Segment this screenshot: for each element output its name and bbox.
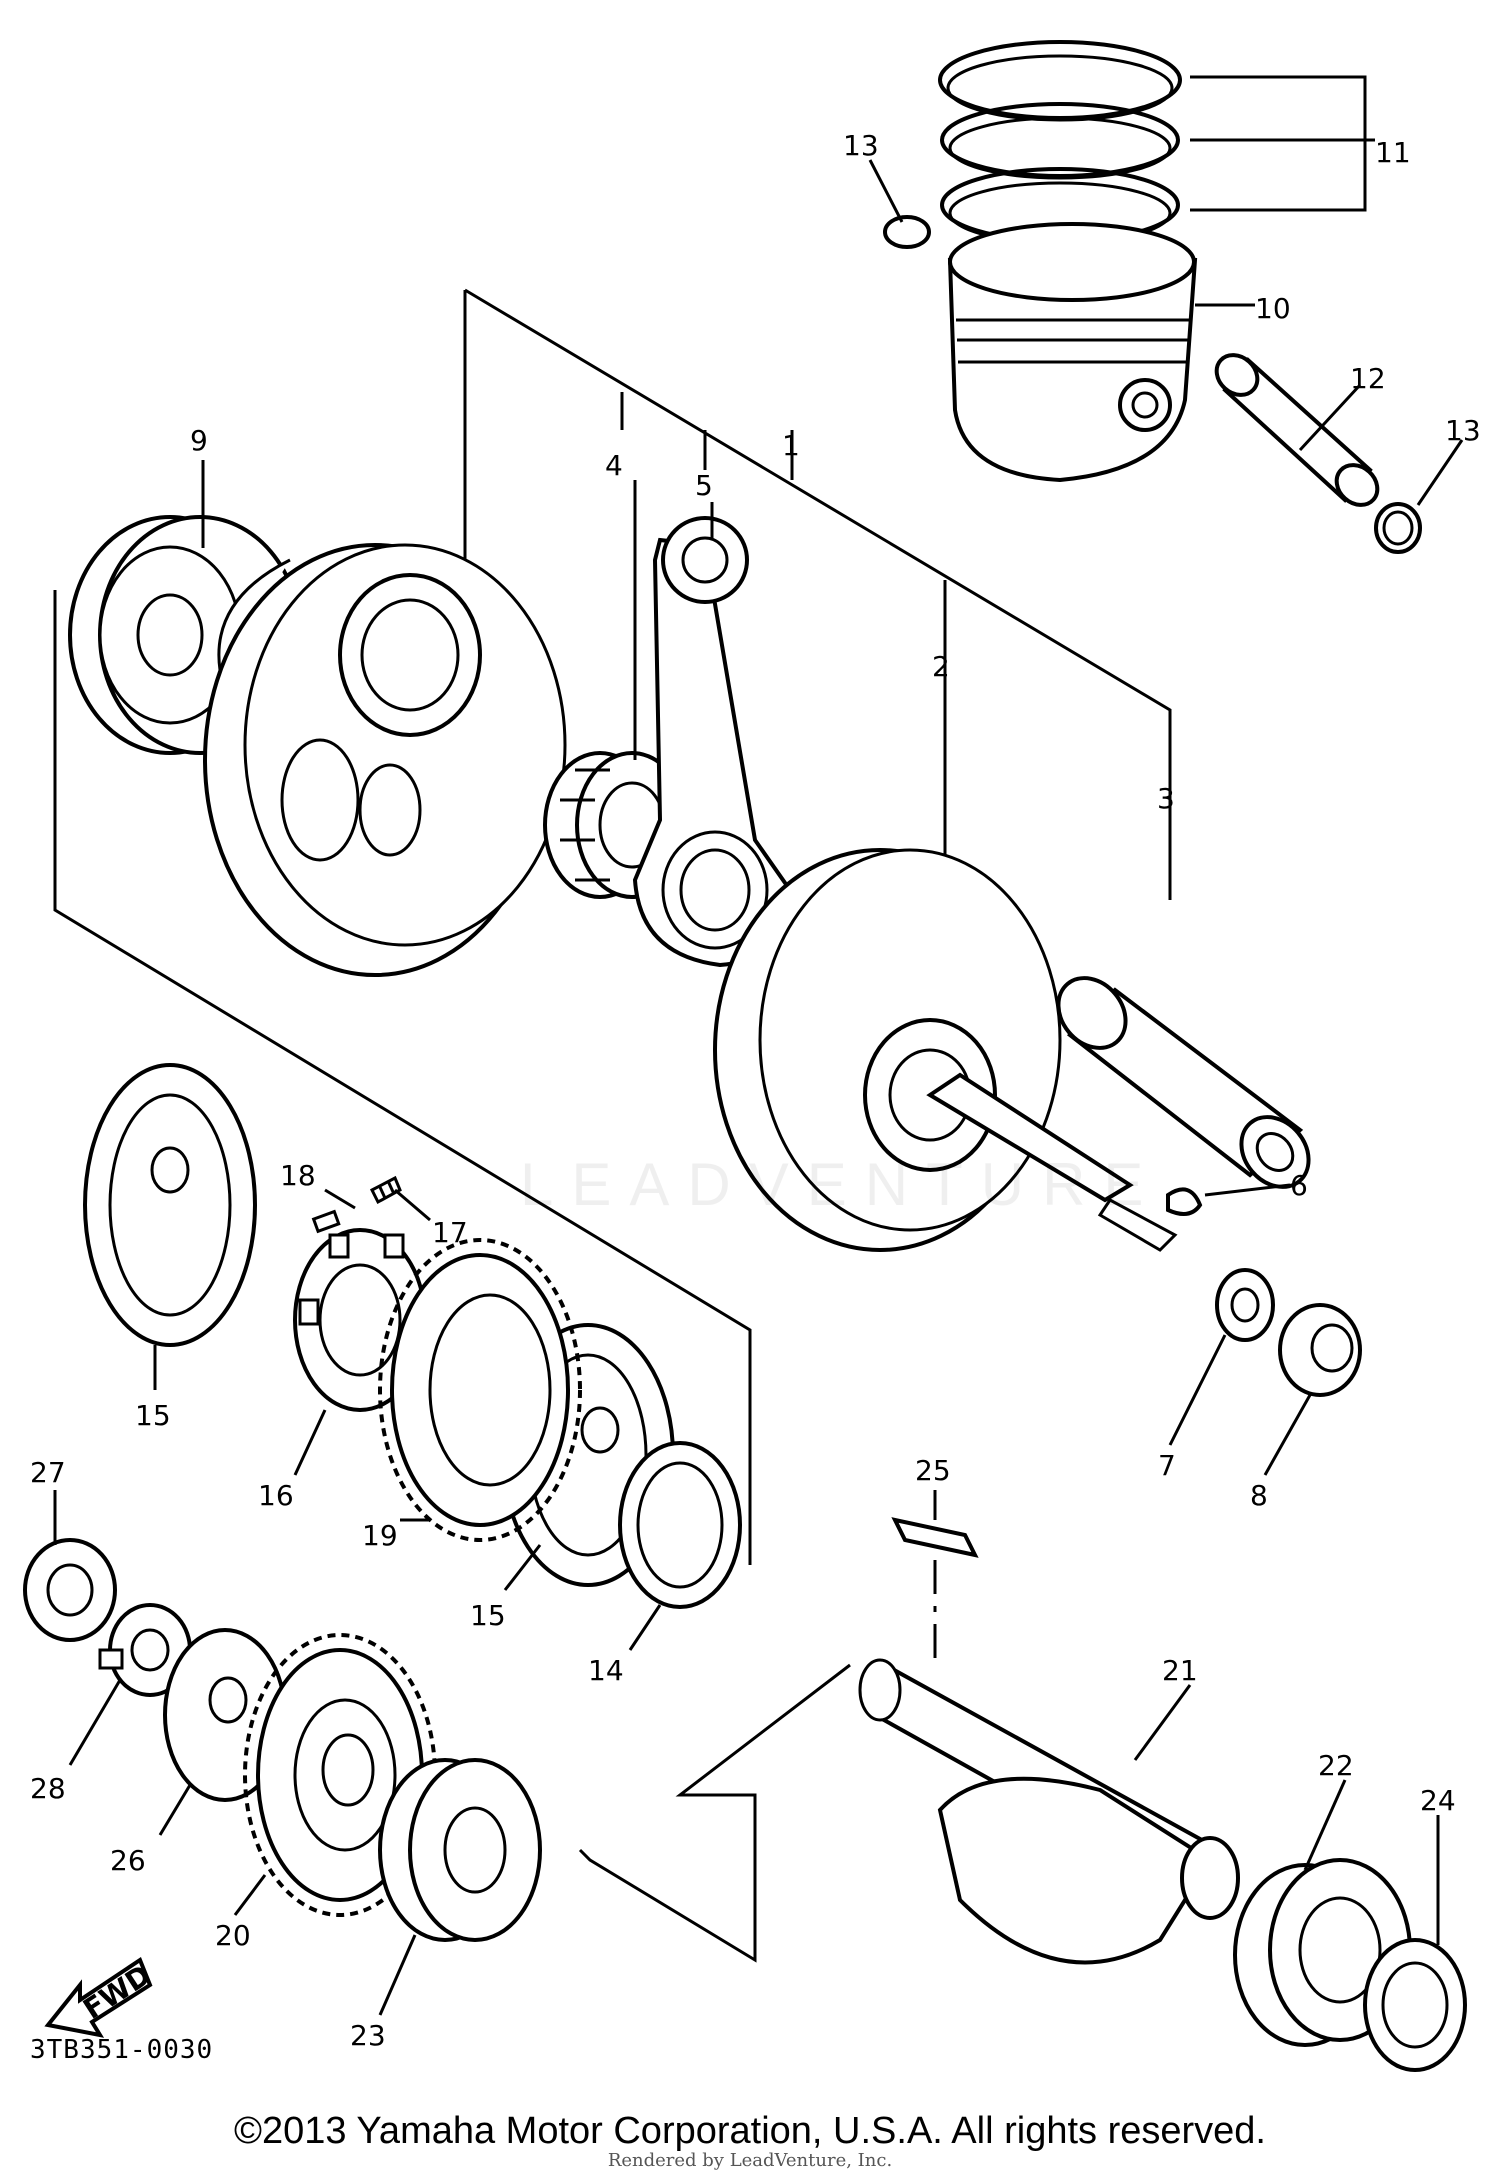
callout-28: 28 xyxy=(30,1772,66,1805)
callout-26: 26 xyxy=(110,1844,146,1877)
callout-14: 14 xyxy=(588,1654,624,1687)
piston-ring-set xyxy=(938,40,1182,245)
callout-numbers: 1 2 3 4 5 6 7 8 9 10 11 12 13 13 14 15 1… xyxy=(30,129,1481,2052)
callout-13a: 13 xyxy=(843,129,879,162)
balancer-plate-washer xyxy=(163,1628,287,1802)
piston-pin-clip-right xyxy=(1374,502,1422,554)
balancer-shaft xyxy=(858,1658,1240,1965)
callout-15a: 15 xyxy=(135,1399,171,1432)
assembly-bracket-lines xyxy=(53,75,1367,1565)
centre-lines xyxy=(578,1560,937,1963)
leader-lines xyxy=(53,138,1464,2016)
crank-web-right xyxy=(713,848,1178,1252)
woodruff-key xyxy=(1166,1187,1203,1216)
callout-21: 21 xyxy=(1162,1654,1198,1687)
balancer-bearing-left xyxy=(378,1758,542,1942)
callout-22: 22 xyxy=(1318,1749,1354,1782)
callout-10: 10 xyxy=(1255,292,1291,325)
callout-4: 4 xyxy=(605,449,623,482)
copyright-notice: ©2013 Yamaha Motor Corporation, U.S.A. A… xyxy=(234,2110,1266,2152)
callout-11: 11 xyxy=(1375,136,1411,169)
callout-18: 18 xyxy=(280,1159,316,1192)
callout-15b: 15 xyxy=(470,1599,506,1632)
callout-13b: 13 xyxy=(1445,414,1481,447)
oil-seal xyxy=(1363,1938,1467,2072)
callout-16: 16 xyxy=(258,1479,294,1512)
callout-1: 1 xyxy=(782,429,800,462)
crank-web-left xyxy=(203,543,567,977)
piston-pin-clip-left xyxy=(883,215,931,249)
callout-17: 17 xyxy=(432,1216,468,1249)
piston-pin xyxy=(1214,353,1380,507)
drive-gear-19 xyxy=(378,1238,582,1542)
balancer-nut xyxy=(23,1538,117,1642)
balancer-bearing-right xyxy=(1233,1858,1412,2047)
forward-direction-arrow: FWD xyxy=(44,1956,157,2038)
balancer-plate-left xyxy=(83,1063,257,1347)
crank-pin xyxy=(1056,976,1311,1189)
callout-3: 3 xyxy=(1157,782,1175,815)
callout-23: 23 xyxy=(350,2019,386,2052)
callout-5: 5 xyxy=(695,469,713,502)
crankshaft-nut xyxy=(1278,1303,1362,1397)
thrust-washer xyxy=(618,1441,742,1609)
callout-12: 12 xyxy=(1350,362,1386,395)
fwd-label: FWD xyxy=(77,1958,156,2026)
damper-pin xyxy=(311,1209,341,1234)
callout-25: 25 xyxy=(915,1454,951,1487)
callout-20: 20 xyxy=(215,1919,251,1952)
callout-24: 24 xyxy=(1420,1784,1456,1817)
callout-8: 8 xyxy=(1250,1479,1268,1512)
connecting-rod xyxy=(632,516,793,968)
rendered-by-note: Rendered by LeadVenture, Inc. xyxy=(607,2150,893,2171)
callout-7: 7 xyxy=(1158,1449,1176,1482)
callout-19: 19 xyxy=(362,1519,398,1552)
callout-2: 2 xyxy=(932,650,950,683)
callout-9: 9 xyxy=(190,424,208,457)
callout-27: 27 xyxy=(30,1456,66,1489)
piston xyxy=(947,222,1198,483)
crankshaft-washer xyxy=(1215,1268,1275,1342)
watermark: LEADVENTURE xyxy=(520,1151,1162,1218)
damper-spring xyxy=(369,1175,402,1205)
diagram-code: 3TB351-0030 xyxy=(30,2035,214,2065)
balancer-key xyxy=(891,1517,979,1558)
callout-6: 6 xyxy=(1290,1169,1308,1202)
